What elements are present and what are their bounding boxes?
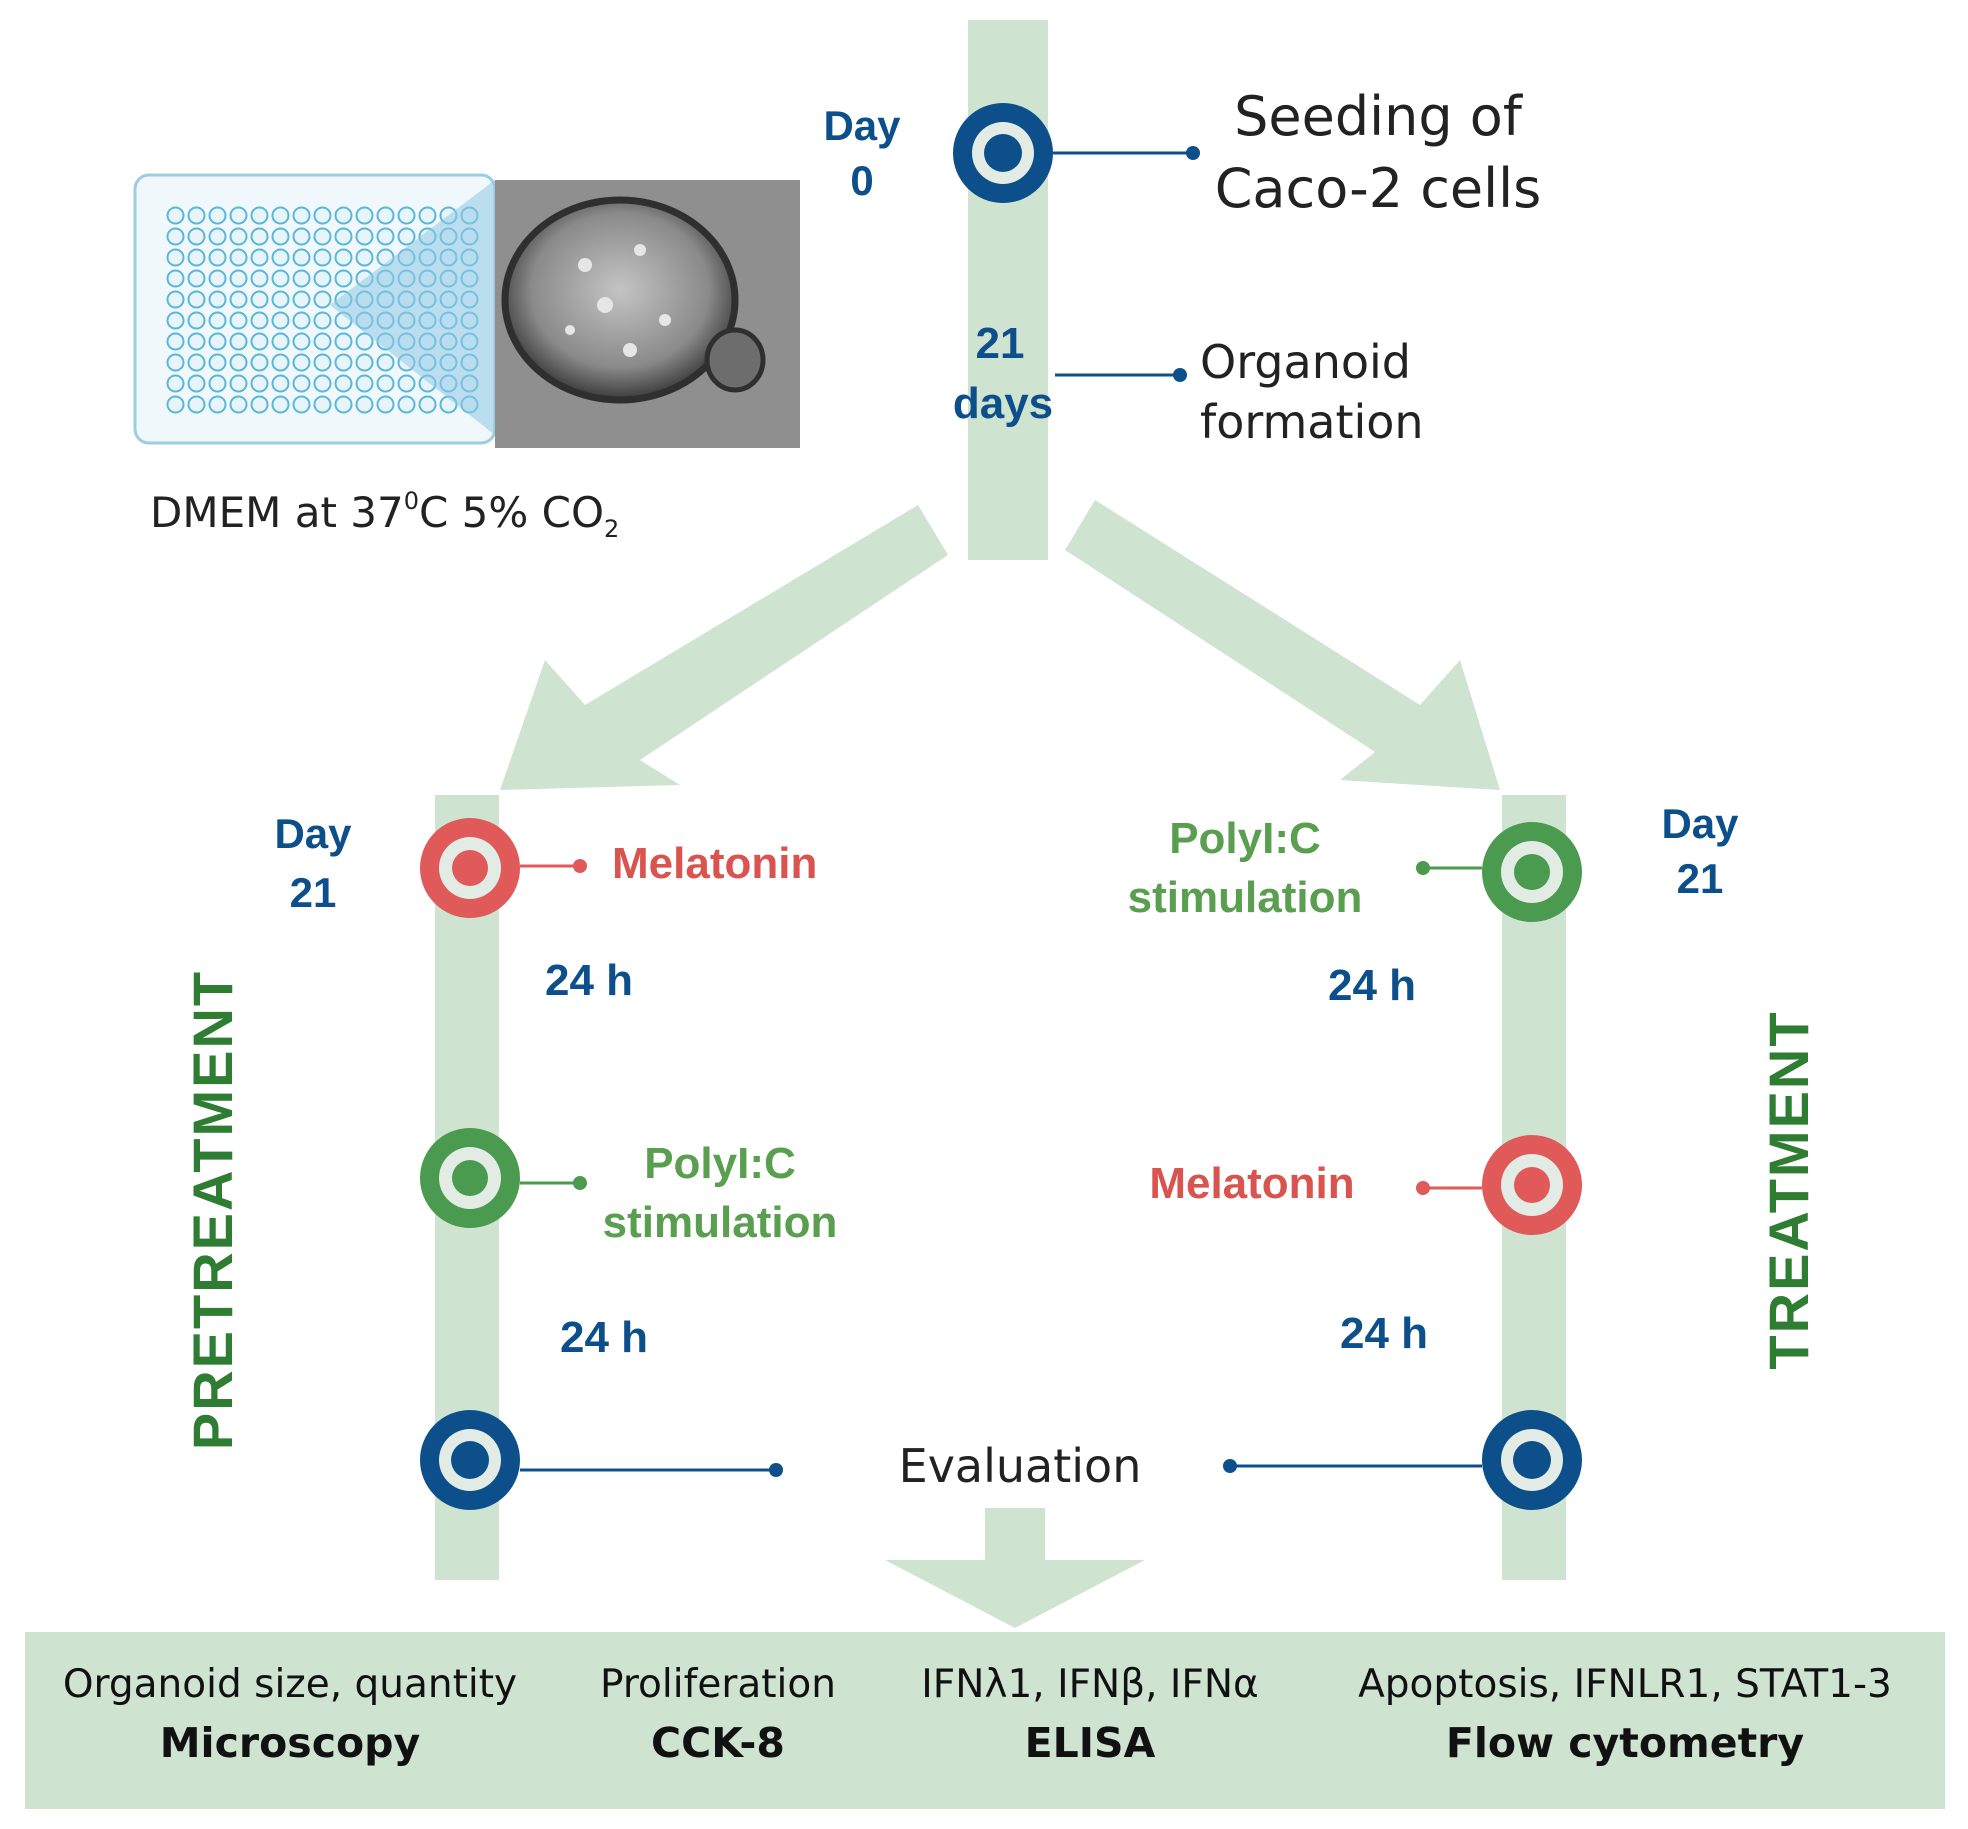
interval-21-unit: days	[953, 379, 1053, 428]
left-day-word: Day	[274, 810, 352, 857]
right-melatonin-connector-dot	[1416, 1181, 1430, 1195]
day0-marker	[953, 103, 1053, 203]
organoid-connector-dot	[1173, 368, 1187, 382]
method-2-name: ELISA	[1025, 1719, 1156, 1767]
left-polyic-label-line1: PolyI:C	[644, 1139, 796, 1188]
right-day-word: Day	[1661, 800, 1739, 847]
left-evaluation-connector-dot	[769, 1463, 783, 1477]
left-day-number: 21	[290, 869, 337, 916]
right-day-number: 21	[1677, 855, 1724, 902]
right-interval2-label: 24 h	[1340, 1309, 1428, 1358]
pretreatment-label: PRETREATMENT	[181, 970, 244, 1450]
right-polyic-connector-dot	[1416, 861, 1430, 875]
method-2-measure: IFNλ1, IFNβ, IFNα	[921, 1662, 1258, 1707]
left-melatonin-connector-dot	[573, 859, 587, 873]
left-interval1-label: 24 h	[545, 956, 633, 1005]
evaluation-label: Evaluation	[899, 1439, 1142, 1493]
seeding-label-line1: Seeding of	[1234, 85, 1524, 148]
method-3-name: Flow cytometry	[1446, 1719, 1804, 1767]
left-evaluation-marker	[420, 1410, 520, 1510]
left-polyic-marker	[420, 1128, 520, 1228]
culture-medium-label: DMEM at 370C 5% CO2	[150, 487, 619, 543]
left-branch-arrow	[500, 505, 948, 790]
method-0-name: Microscopy	[160, 1719, 421, 1767]
right-interval1-label: 24 h	[1328, 961, 1416, 1010]
method-1-measure: Proliferation	[600, 1662, 836, 1707]
right-polyic-label-line1: PolyI:C	[1169, 814, 1321, 863]
left-melatonin-label: Melatonin	[612, 839, 817, 888]
organoid-micrograph	[495, 180, 800, 448]
organoid-label-line1: Organoid	[1200, 335, 1411, 389]
method-0-measure: Organoid size, quantity	[63, 1662, 517, 1707]
right-evaluation-connector-dot	[1223, 1459, 1237, 1473]
methods-box	[25, 1632, 1945, 1809]
interval-21-number: 21	[976, 319, 1025, 368]
method-3-measure: Apoptosis, IFNLR1, STAT1-3	[1358, 1662, 1892, 1707]
right-polyic-marker	[1482, 822, 1582, 922]
seeding-connector-dot	[1186, 146, 1200, 160]
day0-word: Day	[823, 102, 901, 149]
main-timeline-track	[968, 20, 1048, 560]
seeding-label-line2: Caco-2 cells	[1215, 157, 1542, 220]
evaluation-down-arrow	[885, 1508, 1145, 1628]
right-polyic-label-line2: stimulation	[1128, 873, 1363, 922]
right-evaluation-marker	[1482, 1410, 1582, 1510]
organoid-label-line2: formation	[1200, 395, 1424, 449]
well-plate-illustration	[133, 173, 497, 445]
day0-number: 0	[850, 157, 873, 204]
left-melatonin-marker	[420, 818, 520, 918]
method-1-name: CCK-8	[651, 1719, 785, 1767]
left-interval2-label: 24 h	[560, 1313, 648, 1362]
right-branch-arrow	[1065, 500, 1500, 790]
left-polyic-label-line2: stimulation	[603, 1198, 838, 1247]
treatment-label: TREATMENT	[1757, 1010, 1820, 1369]
right-melatonin-marker	[1482, 1135, 1582, 1235]
right-melatonin-label: Melatonin	[1149, 1159, 1354, 1208]
left-polyic-connector-dot	[573, 1176, 587, 1190]
